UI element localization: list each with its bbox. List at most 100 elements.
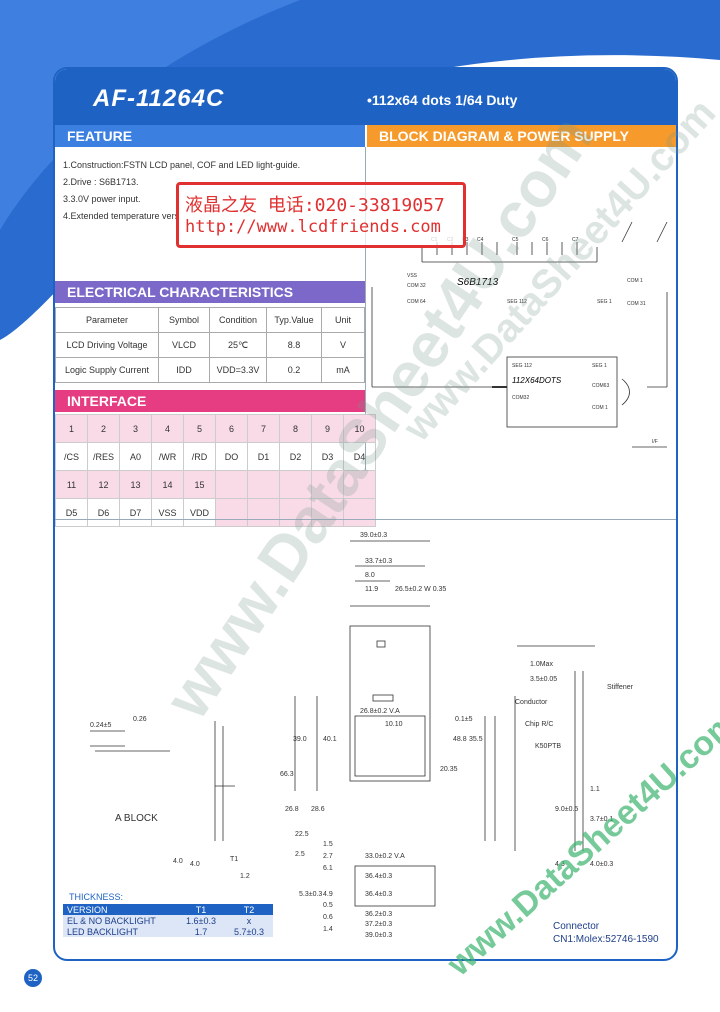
feature-item: 2.Drive : S6B1713.	[63, 177, 139, 187]
diagram-label: SEG 112	[507, 299, 527, 305]
pin-number: 3	[119, 414, 152, 443]
dimension-label: 0.6	[323, 914, 333, 921]
dimension-label: 4.0	[190, 861, 200, 868]
pin-number: 7	[247, 414, 280, 443]
dimension-label: 2.7	[323, 853, 333, 860]
feature-header: FEATURE	[55, 125, 365, 147]
pin-name: D1	[247, 442, 280, 471]
pin-name: VDD	[183, 498, 216, 527]
pin-number-row: 1 2 3 4 5 6 7 8 9 10	[55, 414, 376, 443]
dimension-label: 0.1±5	[455, 716, 473, 723]
table-cell: 1.6±0.3	[177, 915, 225, 926]
page-number: 52	[24, 969, 42, 987]
model-number: AF-11264C	[93, 85, 225, 112]
dimension-label: 2.5	[295, 851, 305, 858]
diagram-label: SEG 112	[512, 363, 532, 369]
table-cell: x	[225, 915, 273, 926]
table-cell: VDD=3.3V	[209, 357, 267, 383]
dimension-label: 0.24±5	[90, 722, 111, 729]
pin-number: 15	[183, 470, 216, 499]
connector-part: CN1:Molex:52746-1590	[553, 934, 659, 945]
table-row: Logic Supply Current IDD VDD=3.3V 0.2 mA	[55, 357, 365, 383]
pin-number: 5	[183, 414, 216, 443]
pin-number	[343, 470, 376, 499]
diagram-label: SEG 1	[597, 299, 612, 305]
pin-name: D5	[55, 498, 88, 527]
pin-number: 1	[55, 414, 88, 443]
electrical-header: ELECTRICAL CHARACTERISTICS	[55, 281, 365, 303]
dimension-label: 36.2±0.3	[365, 911, 392, 918]
table-header-row: VERSION T1 T2	[63, 904, 273, 915]
pin-number: 12	[87, 470, 120, 499]
pin-number: 14	[151, 470, 184, 499]
panel-label: 112X64DOTS	[512, 376, 562, 385]
side-view-label: Conductor	[515, 699, 548, 706]
pin-name	[343, 498, 376, 527]
table-cell: 25℃	[209, 332, 267, 358]
pin-number	[247, 470, 280, 499]
table-row: LCD Driving Voltage VLCD 25℃ 8.8 V	[55, 332, 365, 358]
pin-number: 13	[119, 470, 152, 499]
dimension-label: 1.2	[240, 873, 250, 880]
dimension-label: T1	[230, 856, 238, 863]
table-cell: EL & NO BACKLIGHT	[63, 915, 177, 926]
dimension-label: 36.4±0.3	[365, 891, 392, 898]
table-header-cell: T2	[225, 904, 273, 915]
pin-name: D7	[119, 498, 152, 527]
diagram-label: VSS	[407, 273, 418, 279]
table-cell: mA	[321, 357, 365, 383]
dimension-label: 36.4±0.3	[365, 873, 392, 880]
table-cell: LED BACKLIGHT	[63, 926, 177, 937]
table-cell: VLCD	[158, 332, 210, 358]
diagram-label: COM32	[512, 395, 529, 401]
side-view-label: 1.0Max	[530, 661, 553, 668]
dimension-label: 6.1	[323, 865, 333, 872]
stamp-url[interactable]: http://www.lcdfriends.com	[185, 217, 441, 237]
capacitor-label: C4	[477, 237, 484, 243]
contact-stamp: 液晶之友 电话:020-33819057 http://www.lcdfrien…	[176, 182, 466, 248]
table-header-cell: T1	[177, 904, 225, 915]
pin-number	[215, 470, 248, 499]
pin-name: DO	[215, 442, 248, 471]
feature-item: 1.Construction:FSTN LCD panel, COF and L…	[63, 160, 301, 170]
pin-name: A0	[119, 442, 152, 471]
title-bar: AF-11264C •112x64 dots 1/64 Duty	[55, 69, 676, 125]
diagram-label: COM 1	[592, 405, 608, 411]
diagram-label: COM63	[592, 383, 609, 389]
column-divider	[365, 147, 366, 519]
table-cell: LCD Driving Voltage	[55, 332, 159, 358]
a-block-label: A BLOCK	[115, 813, 158, 824]
side-view-label: 4.0±0.3	[590, 861, 613, 868]
dimension-label: 4.9	[323, 891, 333, 898]
table-header-cell: VERSION	[63, 904, 177, 915]
table-header-cell: Condition	[209, 307, 267, 333]
table-header-cell: Parameter	[55, 307, 159, 333]
table-header-cell: Symbol	[158, 307, 210, 333]
table-cell: 8.8	[266, 332, 322, 358]
pin-name	[247, 498, 280, 527]
block-diagram-header: BLOCK DIAGRAM & POWER SUPPLY	[367, 125, 676, 147]
table-header-cell: Unit	[321, 307, 365, 333]
pin-name: /CS	[55, 442, 88, 471]
side-view-label: 9.0±0.5	[555, 806, 578, 813]
section-divider	[55, 519, 676, 520]
pin-number: 4	[151, 414, 184, 443]
interface-header: INTERFACE	[55, 390, 365, 412]
dimension-label: 33.0±0.2 V.A	[365, 853, 405, 860]
pin-name	[311, 498, 344, 527]
side-view-label: Stiffener	[607, 684, 634, 691]
table-header-cell: Typ.Value	[266, 307, 322, 333]
dimension-label: 11.9	[365, 586, 378, 593]
side-view-label: K50PTB	[535, 743, 561, 750]
dimension-label: 1.5	[323, 841, 333, 848]
thickness-title: THICKNESS:	[69, 892, 124, 902]
pin-name-row: D5 D6 D7 VSS VDD	[55, 498, 376, 527]
diagram-label: SEG 1	[592, 363, 607, 369]
feature-item: 4.Extended temperature vers	[63, 211, 180, 221]
side-view-label: 1.1	[590, 786, 600, 793]
capacitor-label: C6	[542, 237, 549, 243]
dimension-label: 40.1	[323, 736, 337, 743]
table-cell: IDD	[158, 357, 210, 383]
table-cell: V	[321, 332, 365, 358]
dimension-label: 33.7±0.3	[365, 558, 392, 565]
